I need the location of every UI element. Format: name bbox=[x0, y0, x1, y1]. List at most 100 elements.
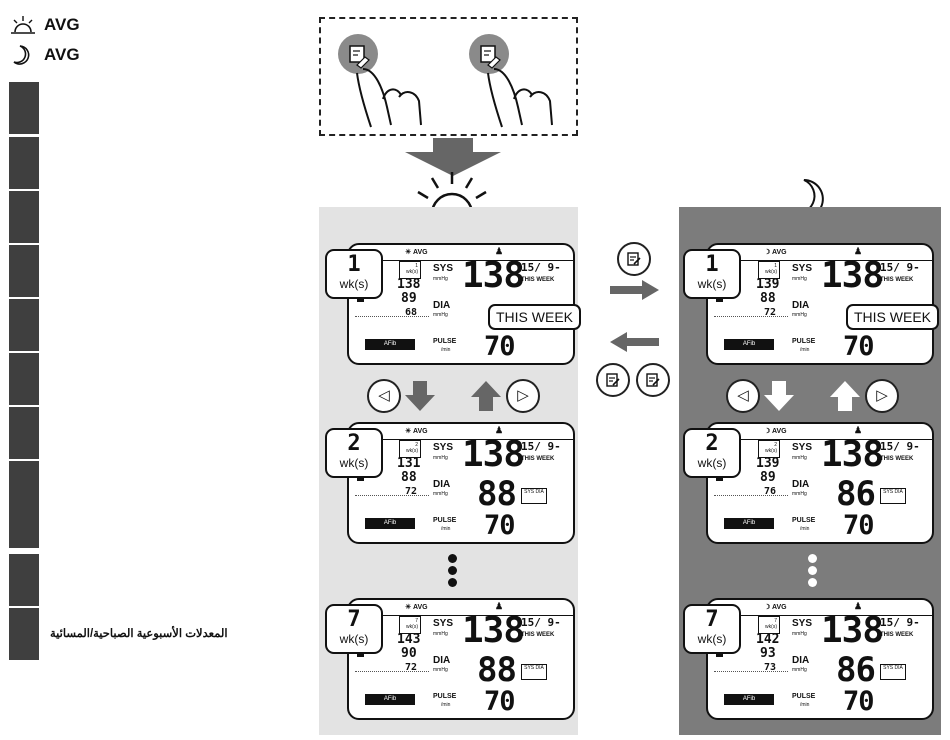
mini-pulse: 76 bbox=[764, 486, 777, 497]
wk-label: wk(s) bbox=[765, 269, 777, 275]
side-tab bbox=[9, 245, 39, 297]
sys-value: 138 bbox=[462, 255, 525, 296]
week-number: 2 bbox=[705, 431, 719, 456]
avg-tag: ☽ AVG bbox=[764, 248, 787, 256]
pulse-value: 70 bbox=[843, 331, 875, 362]
avg-tag: ☽ AVG bbox=[764, 603, 787, 611]
afib-label: AFib bbox=[742, 341, 756, 347]
week-number: 1 bbox=[347, 252, 361, 277]
afib-indicator: AFib bbox=[724, 694, 774, 705]
pulse-value: 70 bbox=[843, 510, 875, 541]
week-number: 7 bbox=[347, 607, 361, 632]
week-unit: wk(s) bbox=[697, 632, 727, 646]
prev-button[interactable]: ◁ bbox=[726, 379, 760, 413]
mmhg-label: mmHg bbox=[792, 491, 807, 497]
date-display: 15/ 9- bbox=[521, 440, 561, 453]
press-hand-icon bbox=[338, 34, 422, 128]
sys-value: 138 bbox=[821, 255, 884, 296]
avg-tag: ☀ AVG bbox=[405, 427, 428, 435]
date-display: 15/ 9- bbox=[521, 616, 561, 629]
date-display: 15/ 9- bbox=[880, 261, 920, 274]
sys-label: SYS bbox=[792, 442, 813, 453]
wk-label: wk(s) bbox=[406, 269, 418, 275]
down-arrow-icon bbox=[405, 381, 435, 411]
week-number: 7 bbox=[705, 607, 719, 632]
sys-label: SYS bbox=[433, 442, 454, 453]
mmhg-label: mmHg bbox=[433, 276, 448, 282]
mini-pulse: 68 bbox=[405, 307, 418, 318]
lcd-divider bbox=[349, 439, 573, 440]
instruction-box bbox=[319, 17, 578, 136]
per-min-label: /min bbox=[441, 702, 451, 708]
mmhg-label: mmHg bbox=[433, 455, 448, 461]
week-number-small: 1 bbox=[774, 263, 777, 269]
mmhg-label: mmHg bbox=[792, 631, 807, 637]
side-tab bbox=[9, 353, 39, 405]
pulse-label: PULSE bbox=[792, 693, 816, 700]
this-week-label: THIS WEEK bbox=[521, 632, 555, 638]
mini-pulse: 72 bbox=[405, 662, 418, 673]
dia-value: 88 bbox=[477, 650, 517, 690]
user-icon: ♟ bbox=[854, 601, 863, 611]
next-button[interactable]: ▷ bbox=[865, 379, 899, 413]
prev-button[interactable]: ◁ bbox=[367, 379, 401, 413]
mini-dia: 90 bbox=[401, 646, 417, 661]
dia-label: DIA bbox=[792, 300, 810, 311]
date-display: 15/ 9- bbox=[880, 440, 920, 453]
afib-indicator: AFib bbox=[365, 518, 415, 529]
dotted-divider bbox=[714, 495, 788, 496]
mini-dia: 89 bbox=[760, 470, 776, 485]
week-number-small: 2 bbox=[415, 442, 418, 448]
memory-button[interactable] bbox=[596, 363, 630, 397]
sys-value: 138 bbox=[462, 434, 525, 475]
user-icon: ♟ bbox=[854, 246, 863, 256]
pulse-label: PULSE bbox=[433, 693, 457, 700]
avg-label: AVG bbox=[412, 249, 428, 256]
mini-pulse: 73 bbox=[764, 662, 777, 673]
next-button[interactable]: ▷ bbox=[506, 379, 540, 413]
pulse-value: 70 bbox=[843, 686, 875, 717]
week-number: 2 bbox=[347, 431, 361, 456]
dotted-divider bbox=[714, 316, 788, 317]
up-arrow-icon bbox=[830, 381, 860, 411]
memory-button[interactable] bbox=[617, 242, 651, 276]
wk-label: wk(s) bbox=[765, 448, 777, 454]
avg-label: AVG bbox=[771, 604, 787, 611]
week-number: 1 bbox=[705, 252, 719, 277]
dotted-divider bbox=[355, 495, 429, 496]
week-number-small: 7 bbox=[415, 618, 418, 624]
user-icon: ♟ bbox=[495, 246, 504, 256]
mmhg-label: mmHg bbox=[792, 276, 807, 282]
this-week-label: THIS WEEK bbox=[880, 456, 914, 462]
pulse-label: PULSE bbox=[792, 338, 816, 345]
badge-label: SYS DIA bbox=[883, 489, 903, 495]
badge-label: SYS DIA bbox=[524, 665, 544, 671]
down-arrow-icon bbox=[764, 381, 794, 411]
week-number-small: 2 bbox=[774, 442, 777, 448]
moon-icon: ☽ bbox=[764, 604, 771, 611]
lcd-divider bbox=[349, 260, 573, 261]
dia-label: DIA bbox=[433, 300, 451, 311]
up-arrow-icon bbox=[471, 381, 501, 411]
sunrise-icon: ☀ bbox=[405, 428, 412, 435]
dotted-divider bbox=[355, 671, 429, 672]
mini-sys: 138 bbox=[397, 277, 421, 292]
afib-indicator: AFib bbox=[724, 339, 774, 350]
legend-evening-label: AVG bbox=[44, 45, 80, 64]
mini-dia: 88 bbox=[401, 470, 417, 485]
dia-label: DIA bbox=[792, 479, 810, 490]
memory-button[interactable] bbox=[636, 363, 670, 397]
dotted-divider bbox=[714, 671, 788, 672]
sys-value: 138 bbox=[821, 610, 884, 651]
